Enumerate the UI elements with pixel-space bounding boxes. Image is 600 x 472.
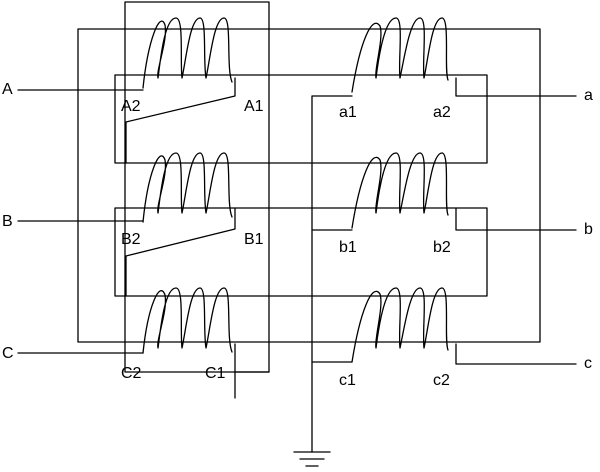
winding-label-a1: a1: [339, 104, 357, 121]
winding-label-c1: c1: [339, 372, 356, 389]
core-window-top: [114, 74, 488, 164]
terminal-B-label: B: [2, 213, 13, 230]
left-limb-frame: [124, 1, 270, 373]
winding-label-B2: B2: [121, 231, 141, 248]
primary-winding-B: [17, 152, 236, 297]
winding-label-A1: A1: [244, 98, 264, 115]
primary-winding-C: [17, 287, 236, 399]
winding-label-C2: C2: [121, 365, 142, 382]
terminal-b-label: b: [584, 221, 593, 238]
secondary-winding-a: [311, 17, 577, 453]
winding-label-A2: A2: [121, 98, 141, 115]
winding-label-c2: c2: [433, 372, 450, 389]
winding-label-B1: B1: [244, 231, 264, 248]
core-window-bottom: [114, 207, 488, 297]
terminal-C-label: C: [2, 345, 14, 362]
terminal-c-label: c: [584, 355, 592, 372]
winding-label-C1: C1: [205, 365, 226, 382]
winding-label-a2: a2: [433, 104, 451, 121]
terminal-A-label: A: [2, 81, 13, 98]
outer-core: [77, 28, 541, 343]
winding-label-b1: b1: [339, 239, 357, 256]
primary-winding-A: [17, 17, 236, 164]
secondary-winding-c: [311, 287, 577, 365]
terminal-a-label: a: [584, 87, 593, 104]
core-frame: [77, 1, 541, 373]
ground-icon: [293, 451, 331, 467]
winding-label-b2: b2: [433, 239, 451, 256]
secondary-winding-b: [311, 152, 577, 231]
